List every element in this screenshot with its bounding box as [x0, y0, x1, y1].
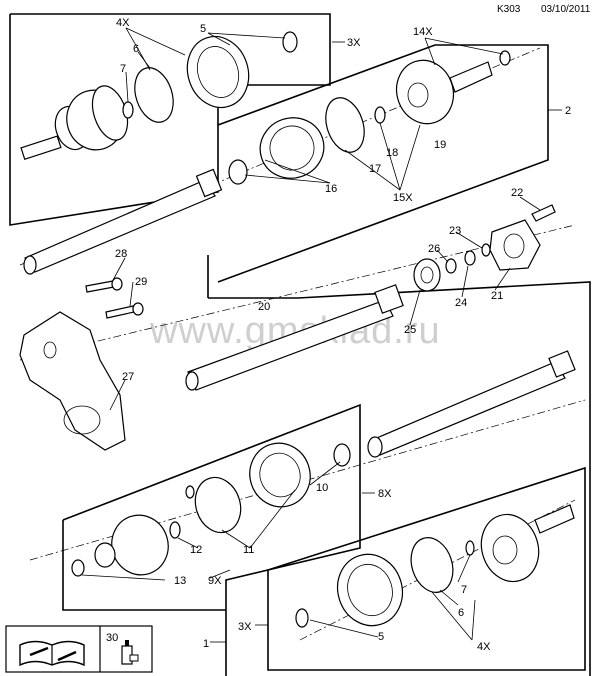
- callout-6-top: 6: [133, 43, 139, 55]
- bracket-27: [19, 311, 126, 451]
- boot-5-top: [186, 35, 250, 109]
- intermediate-shaft-20: [185, 284, 404, 391]
- callout-4x-top: 4X: [116, 17, 130, 29]
- callout-5-top: 5: [200, 23, 206, 35]
- clamp-16-a: [228, 159, 248, 185]
- ring-26: [445, 258, 457, 274]
- callout-7-bottom: 7: [461, 584, 467, 596]
- bearing-25: [413, 258, 441, 292]
- clamp-ring-6-top: [134, 67, 174, 123]
- ring-24: [464, 250, 476, 266]
- callout-3x-bottom: 3X: [238, 621, 252, 633]
- callout-23: 23: [449, 225, 461, 237]
- upper-right-frame: [217, 44, 549, 283]
- snap-ring-7-top: [122, 101, 134, 119]
- header-code: K303: [497, 4, 521, 15]
- callout-27: 27: [122, 371, 134, 383]
- grease-tube-icon: [121, 640, 139, 665]
- bolt-29: [105, 305, 135, 319]
- lower-right-frame: [267, 466, 586, 671]
- snap-ring-12: [169, 521, 181, 539]
- clamp-13: [71, 559, 85, 577]
- inner-housing-lower: [111, 514, 169, 576]
- outer-cv-joint-bottom: [480, 513, 540, 583]
- outer-joint-stub-bottom: [534, 504, 575, 534]
- header-date: 03/10/2011: [541, 4, 591, 15]
- ring-23: [481, 243, 491, 257]
- callout-5-bottom: 5: [378, 631, 384, 643]
- callout-20: 20: [258, 301, 270, 313]
- bolt-22: [531, 204, 556, 222]
- callout-15x: 15X: [393, 192, 413, 204]
- inner-boot: [259, 117, 325, 179]
- callout-3x-top: 3X: [347, 37, 361, 49]
- callout-17: 17: [369, 163, 381, 175]
- book-wrench-icon: [19, 640, 85, 667]
- small-clamp-top: [282, 31, 298, 53]
- inner-joint-stub: [449, 61, 493, 93]
- inner-joint-housing: [395, 59, 455, 125]
- outer-cv-joint-top: [20, 85, 129, 161]
- callout-6-bottom: 6: [458, 607, 464, 619]
- callout-1: 1: [203, 638, 209, 650]
- shaft-bottom: [367, 350, 576, 458]
- callout-16: 16: [325, 183, 337, 195]
- leader-lines: [81, 27, 562, 643]
- bolt-28: [85, 280, 115, 293]
- callout-11: 11: [243, 544, 254, 556]
- small-clamp-bottom: [295, 608, 309, 628]
- legend-box: 30: [5, 625, 153, 673]
- legend-number: 30: [106, 632, 118, 644]
- snap-ring-19: [499, 50, 511, 66]
- boot-5-bottom: [336, 553, 404, 627]
- shaft-top: [23, 168, 223, 275]
- callout-14x: 14X: [413, 26, 433, 38]
- snap-ring-18: [374, 106, 386, 124]
- clamp-ring-11: [194, 476, 242, 534]
- callout-7-top: 7: [120, 63, 126, 75]
- callout-9x: 9X: [208, 575, 222, 587]
- clamp-10: [333, 443, 351, 467]
- callout-25: 25: [404, 324, 416, 336]
- callout-4x-bottom: 4X: [477, 641, 491, 653]
- clamp-ring-17: [325, 97, 365, 153]
- callout-21: 21: [491, 290, 503, 302]
- callout-2: 2: [565, 105, 571, 117]
- bearing-plate-21: [489, 219, 541, 271]
- callout-8x: 8X: [378, 488, 392, 500]
- callout-26: 26: [428, 243, 440, 255]
- callout-19: 19: [434, 139, 446, 151]
- callout-29: 29: [135, 276, 147, 288]
- callout-12: 12: [190, 544, 202, 556]
- main-frame-right: [208, 281, 591, 676]
- callout-10: 10: [316, 482, 328, 494]
- callout-13: 13: [174, 575, 186, 587]
- callout-28: 28: [115, 248, 127, 260]
- clamp-ring-6-bottom: [410, 537, 454, 593]
- lower-left-frame: [62, 403, 361, 676]
- callout-24: 24: [455, 297, 467, 309]
- snap-ring-7-bottom: [465, 540, 475, 556]
- callout-22: 22: [511, 187, 523, 199]
- callout-18: 18: [386, 147, 398, 159]
